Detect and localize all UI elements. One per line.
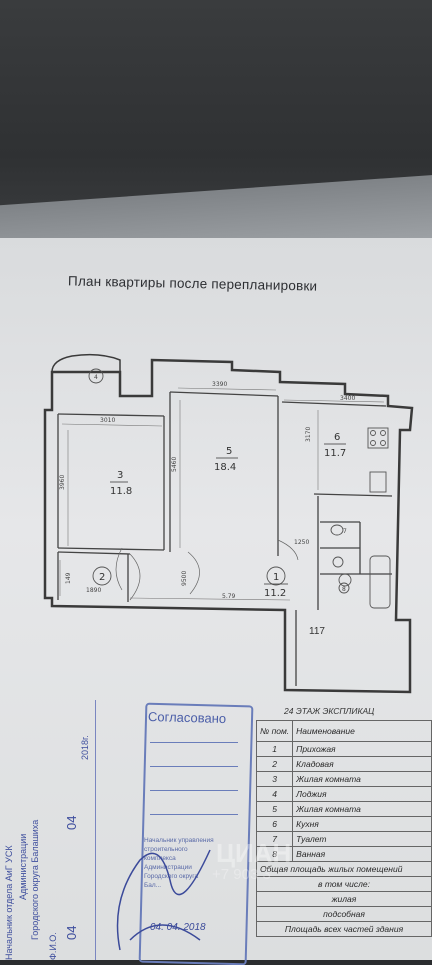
stamp-text: Начальник управления строительного компл…	[144, 837, 214, 889]
outside-area-label: 117	[309, 626, 325, 637]
room-8-number: 8	[342, 586, 346, 593]
signature-scribble	[116, 849, 211, 951]
stamp-line	[150, 790, 238, 791]
dim-label: 3390	[212, 381, 227, 388]
room-1-number: 1	[273, 572, 279, 583]
dim-label: 3400	[340, 395, 355, 402]
room-1-area: 11.2	[264, 588, 286, 599]
wall-line	[57, 547, 165, 551]
wall-line	[169, 391, 279, 397]
stamp-line	[150, 766, 238, 767]
watermark-brand: ЦИАН	[216, 838, 292, 868]
sink-icon	[369, 471, 387, 493]
room-6-number: 6	[334, 432, 340, 443]
dim-label: 1890	[86, 587, 101, 594]
room-5-area: 18.4	[214, 462, 236, 473]
stamp-line	[150, 742, 238, 743]
dim-label: 9500	[181, 571, 188, 586]
watermark-phone: +7 903 3	[212, 866, 271, 883]
room-5-number: 5	[226, 446, 232, 457]
left-stamp-year: 2018г.	[80, 735, 90, 760]
table-row: в том числе:	[256, 876, 432, 892]
stove-icon	[367, 427, 389, 449]
room-3-area: 11.8	[110, 486, 132, 497]
dim-label: 3960	[59, 475, 66, 490]
table-row: жилая	[256, 891, 432, 907]
washbasin-icon	[332, 556, 344, 568]
room-6-area: 11.7	[324, 448, 346, 459]
table-row: подсобная	[256, 906, 432, 922]
dim-label: 1250	[294, 539, 309, 546]
dim-label: 5460	[171, 457, 178, 472]
left-stamp-month: 04	[64, 815, 79, 830]
room-4-number: 4	[94, 374, 98, 381]
left-stamp-line2: Администрации	[18, 833, 28, 900]
wall-line	[313, 493, 393, 497]
dim-label: 3170	[305, 427, 312, 442]
dim-label: 149	[65, 572, 72, 584]
door-swing	[187, 551, 200, 595]
dim-label: 5.79	[222, 593, 236, 600]
table-row: Площадь всех частей здания	[256, 921, 432, 937]
stamp-line	[150, 814, 238, 815]
wall-line	[57, 551, 131, 555]
toilet-icon	[330, 524, 344, 536]
room-2-number: 2	[99, 572, 105, 583]
door-swing	[115, 547, 123, 591]
room-7-number: 7	[343, 528, 347, 535]
loggia-outline	[51, 353, 121, 396]
outer-wall	[43, 358, 414, 694]
left-stamp-line1: Начальник отдела АиГ УСК	[4, 845, 14, 960]
left-stamp-day: 04	[64, 925, 79, 940]
left-stamp-line3: Городского округа Балашиха	[30, 819, 40, 940]
wall-line	[281, 401, 387, 407]
bathtub-icon	[369, 555, 391, 609]
wall-line	[57, 413, 165, 417]
door-swing	[277, 539, 299, 561]
dim-label: 3010	[100, 417, 115, 424]
left-approval-stamp	[0, 700, 96, 960]
header-name: Наименование	[292, 720, 432, 742]
stamp-title: Согласовано	[147, 708, 227, 727]
loggia-marker	[88, 368, 104, 384]
left-stamp-fio: Ф.И.О.	[48, 932, 58, 960]
room-3-number: 3	[117, 470, 123, 481]
header-num: № пом.	[255, 720, 294, 742]
table-header-row: № пом. Наименование	[255, 720, 432, 742]
explication-title: 24 ЭТАЖ ЭКСПЛИКАЦ	[284, 706, 375, 716]
door-swing	[129, 553, 141, 601]
